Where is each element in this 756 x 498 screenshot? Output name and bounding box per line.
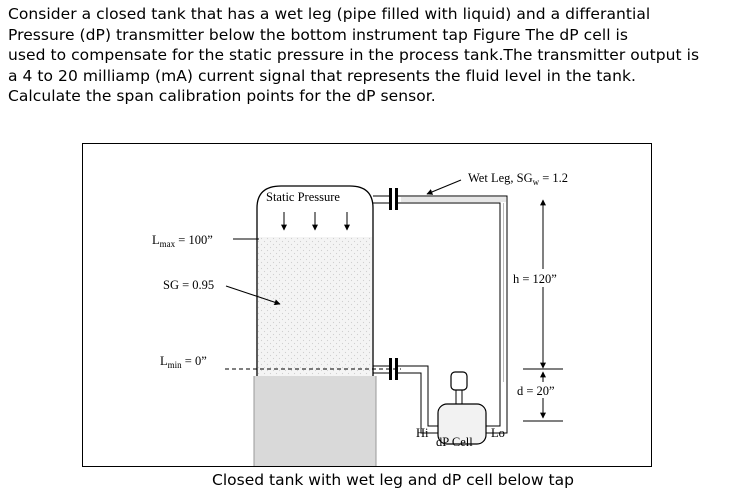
dp-cell-label: dP Cell	[436, 435, 473, 449]
sg-leader	[225, 285, 281, 306]
tank-shell	[256, 185, 374, 376]
hi-side-pipe	[398, 365, 438, 434]
hi-label: Hi	[416, 426, 429, 440]
upper-flange	[389, 188, 392, 210]
lower-flange	[389, 358, 392, 380]
h-label: h = 120”	[513, 272, 557, 286]
figure-frame: Static Pressure Lmax = 100” SG = 0.95 Lm…	[82, 143, 652, 467]
figure-caption: Closed tank with wet leg and dP cell bel…	[212, 471, 574, 489]
problem-line-4: a 4 to 20 milliamp (mA) current signal t…	[8, 66, 636, 85]
problem-line-2: Pressure (dP) transmitter below the bott…	[8, 25, 629, 44]
lmax-label: Lmax = 100”	[152, 233, 213, 249]
problem-line-1: Consider a closed tank that has a wet le…	[8, 5, 651, 23]
static-pressure-label: Static Pressure	[266, 190, 340, 204]
sg-label: SG = 0.95	[163, 278, 214, 292]
lo-side-pipe	[486, 382, 508, 434]
tank-base	[254, 376, 376, 466]
d-label: d = 20”	[517, 384, 555, 398]
tank-diagram: Static Pressure Lmax = 100” SG = 0.95 Lm…	[152, 171, 575, 466]
wet-leg-pipe	[398, 195, 508, 382]
problem-line-5: Calculate the span calibration points fo…	[8, 87, 436, 105]
wet-leg-label: Wet Leg, SGw = 1.2	[468, 171, 568, 187]
problem-line-3: used to compensate for the static pressu…	[8, 46, 700, 64]
lmin-label: Lmin = 0”	[160, 354, 207, 370]
wet-leg-leader	[426, 179, 462, 195]
tank-liquid	[258, 237, 372, 376]
problem-statement: Consider a closed tank that has a wet le…	[8, 4, 752, 107]
dp-cell-head	[450, 371, 468, 391]
dp-cell-body	[437, 403, 487, 445]
lo-label: Lo	[491, 426, 505, 440]
wet-leg-fill	[401, 197, 506, 202]
